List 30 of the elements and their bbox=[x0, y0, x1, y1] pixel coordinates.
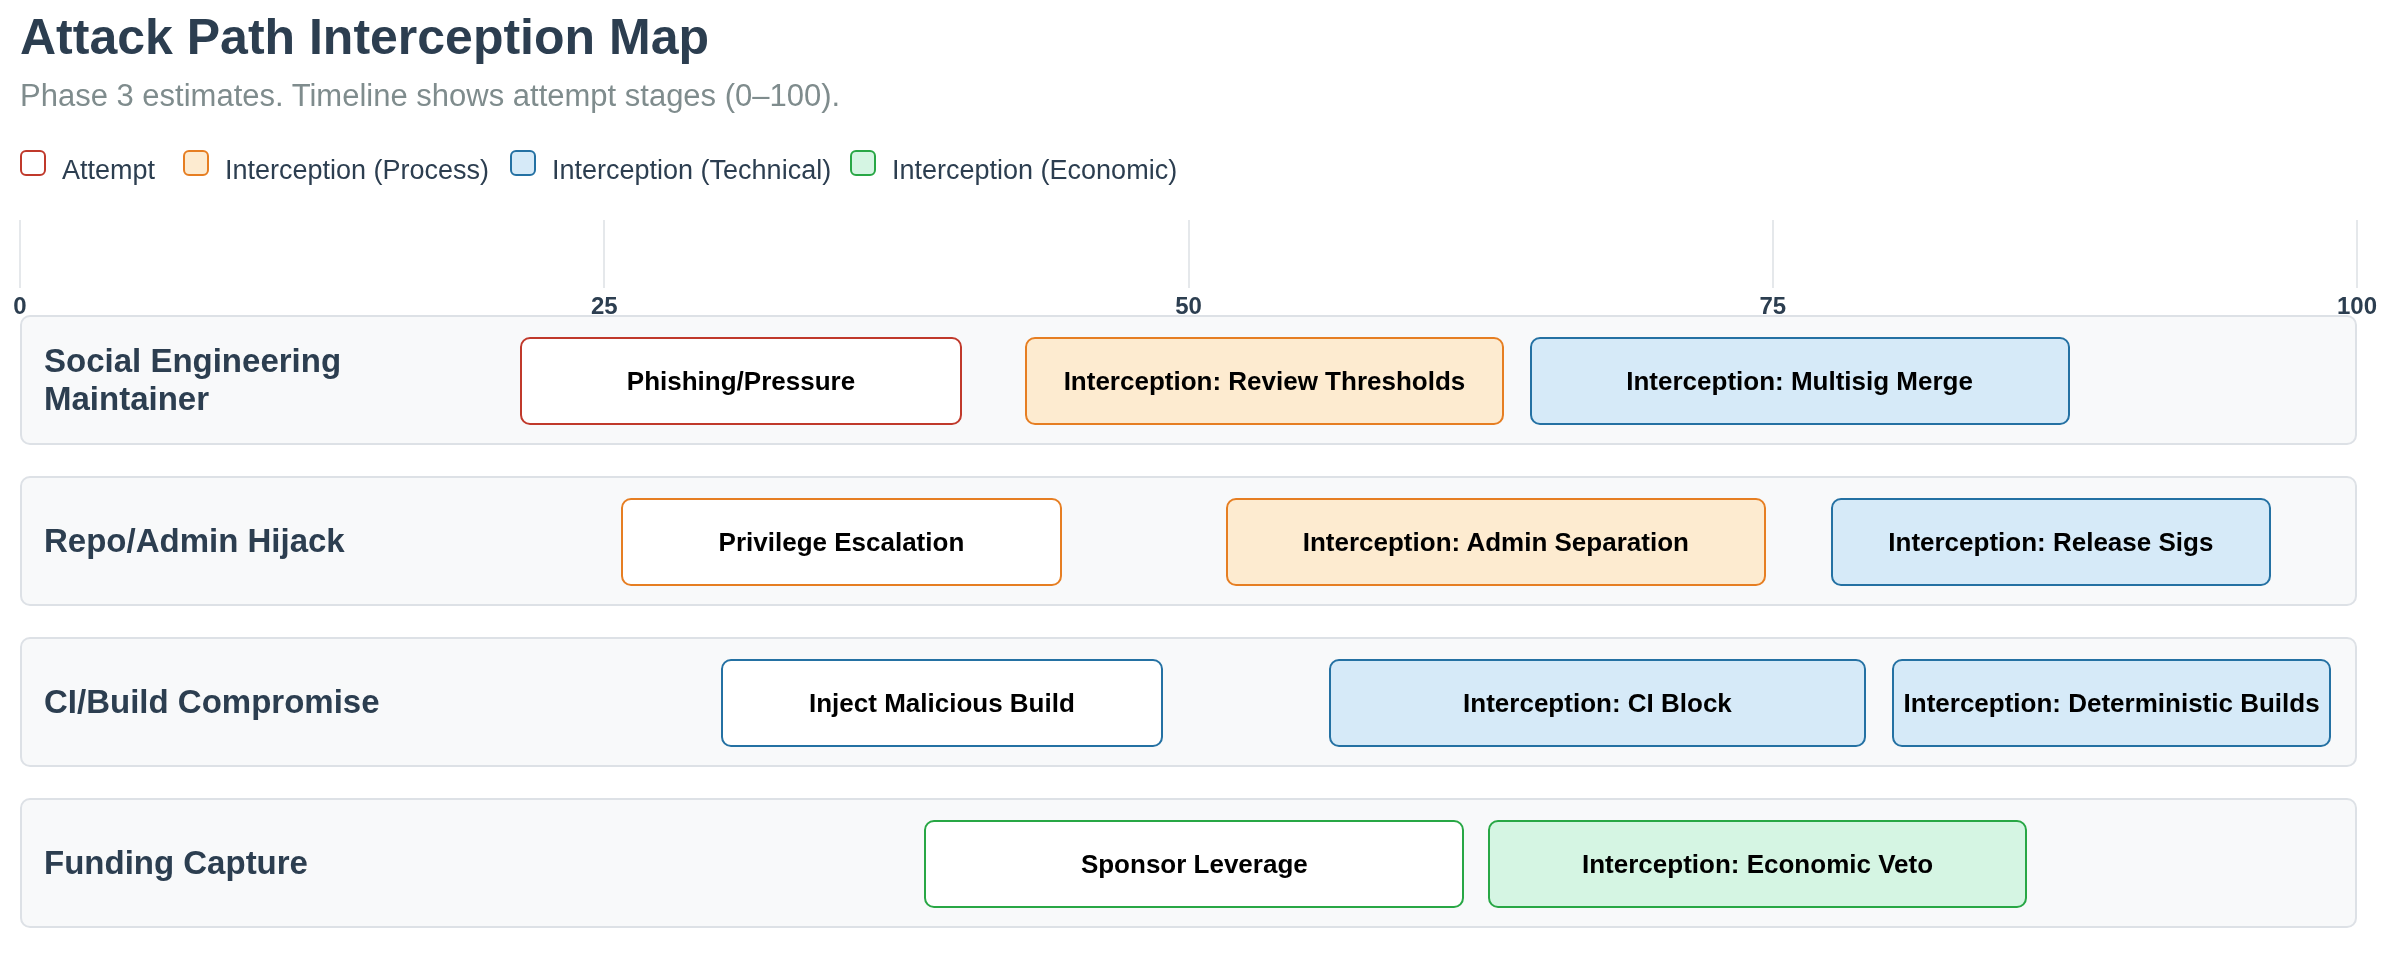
axis-tick-label: 50 bbox=[1175, 292, 1202, 320]
lane-title: Funding Capture bbox=[44, 844, 308, 882]
axis-tick-label: 25 bbox=[590, 292, 618, 320]
stage-bar: Inject Malicious Build bbox=[721, 659, 1163, 747]
stage-bar: Interception: Economic Veto bbox=[1487, 820, 2028, 908]
lane-title: CI/Build Compromise bbox=[44, 683, 380, 721]
stage-bar: Privilege Escalation bbox=[620, 498, 1063, 586]
swimlane-band bbox=[20, 637, 2357, 767]
stage-bar: Interception: Admin Separation bbox=[1225, 498, 1766, 586]
axis-tick-label: 0 bbox=[13, 292, 27, 320]
stage-bar: Interception: Review Thresholds bbox=[1024, 337, 1504, 425]
stage-bar: Interception: Release Sigs bbox=[1831, 498, 2271, 586]
swimlane-band bbox=[20, 798, 2357, 928]
stage-bar: Interception: CI Block bbox=[1328, 659, 1867, 747]
subtitle: Phase 3 estimates. Timeline shows attempt stages (0–100). bbox=[20, 78, 841, 114]
stage-bar: Phishing/Pressure bbox=[520, 337, 962, 425]
stage-bar: Sponsor Leverage bbox=[924, 820, 1465, 908]
stage-bar: Interception: Multisig Merge bbox=[1529, 337, 2070, 425]
swimlane-band bbox=[20, 315, 2357, 445]
axis-tick-label: 100 bbox=[2337, 292, 2377, 320]
legend-label: Interception (Technical) bbox=[552, 155, 832, 186]
swimlane-band bbox=[20, 476, 2357, 606]
legend-label: Interception (Process) bbox=[225, 155, 490, 186]
stage-bar: Interception: Deterministic Builds bbox=[1891, 659, 2332, 747]
legend-label: Attempt bbox=[62, 155, 156, 186]
lane-title: Repo/Admin Hijack bbox=[44, 522, 345, 560]
diagram-title: Attack Path Interception Map bbox=[20, 8, 709, 66]
axis-tick-label: 75 bbox=[1759, 292, 1787, 320]
legend-label: Interception (Economic) bbox=[892, 155, 1178, 186]
lane-title: Social Engineering Maintainer bbox=[44, 342, 343, 418]
